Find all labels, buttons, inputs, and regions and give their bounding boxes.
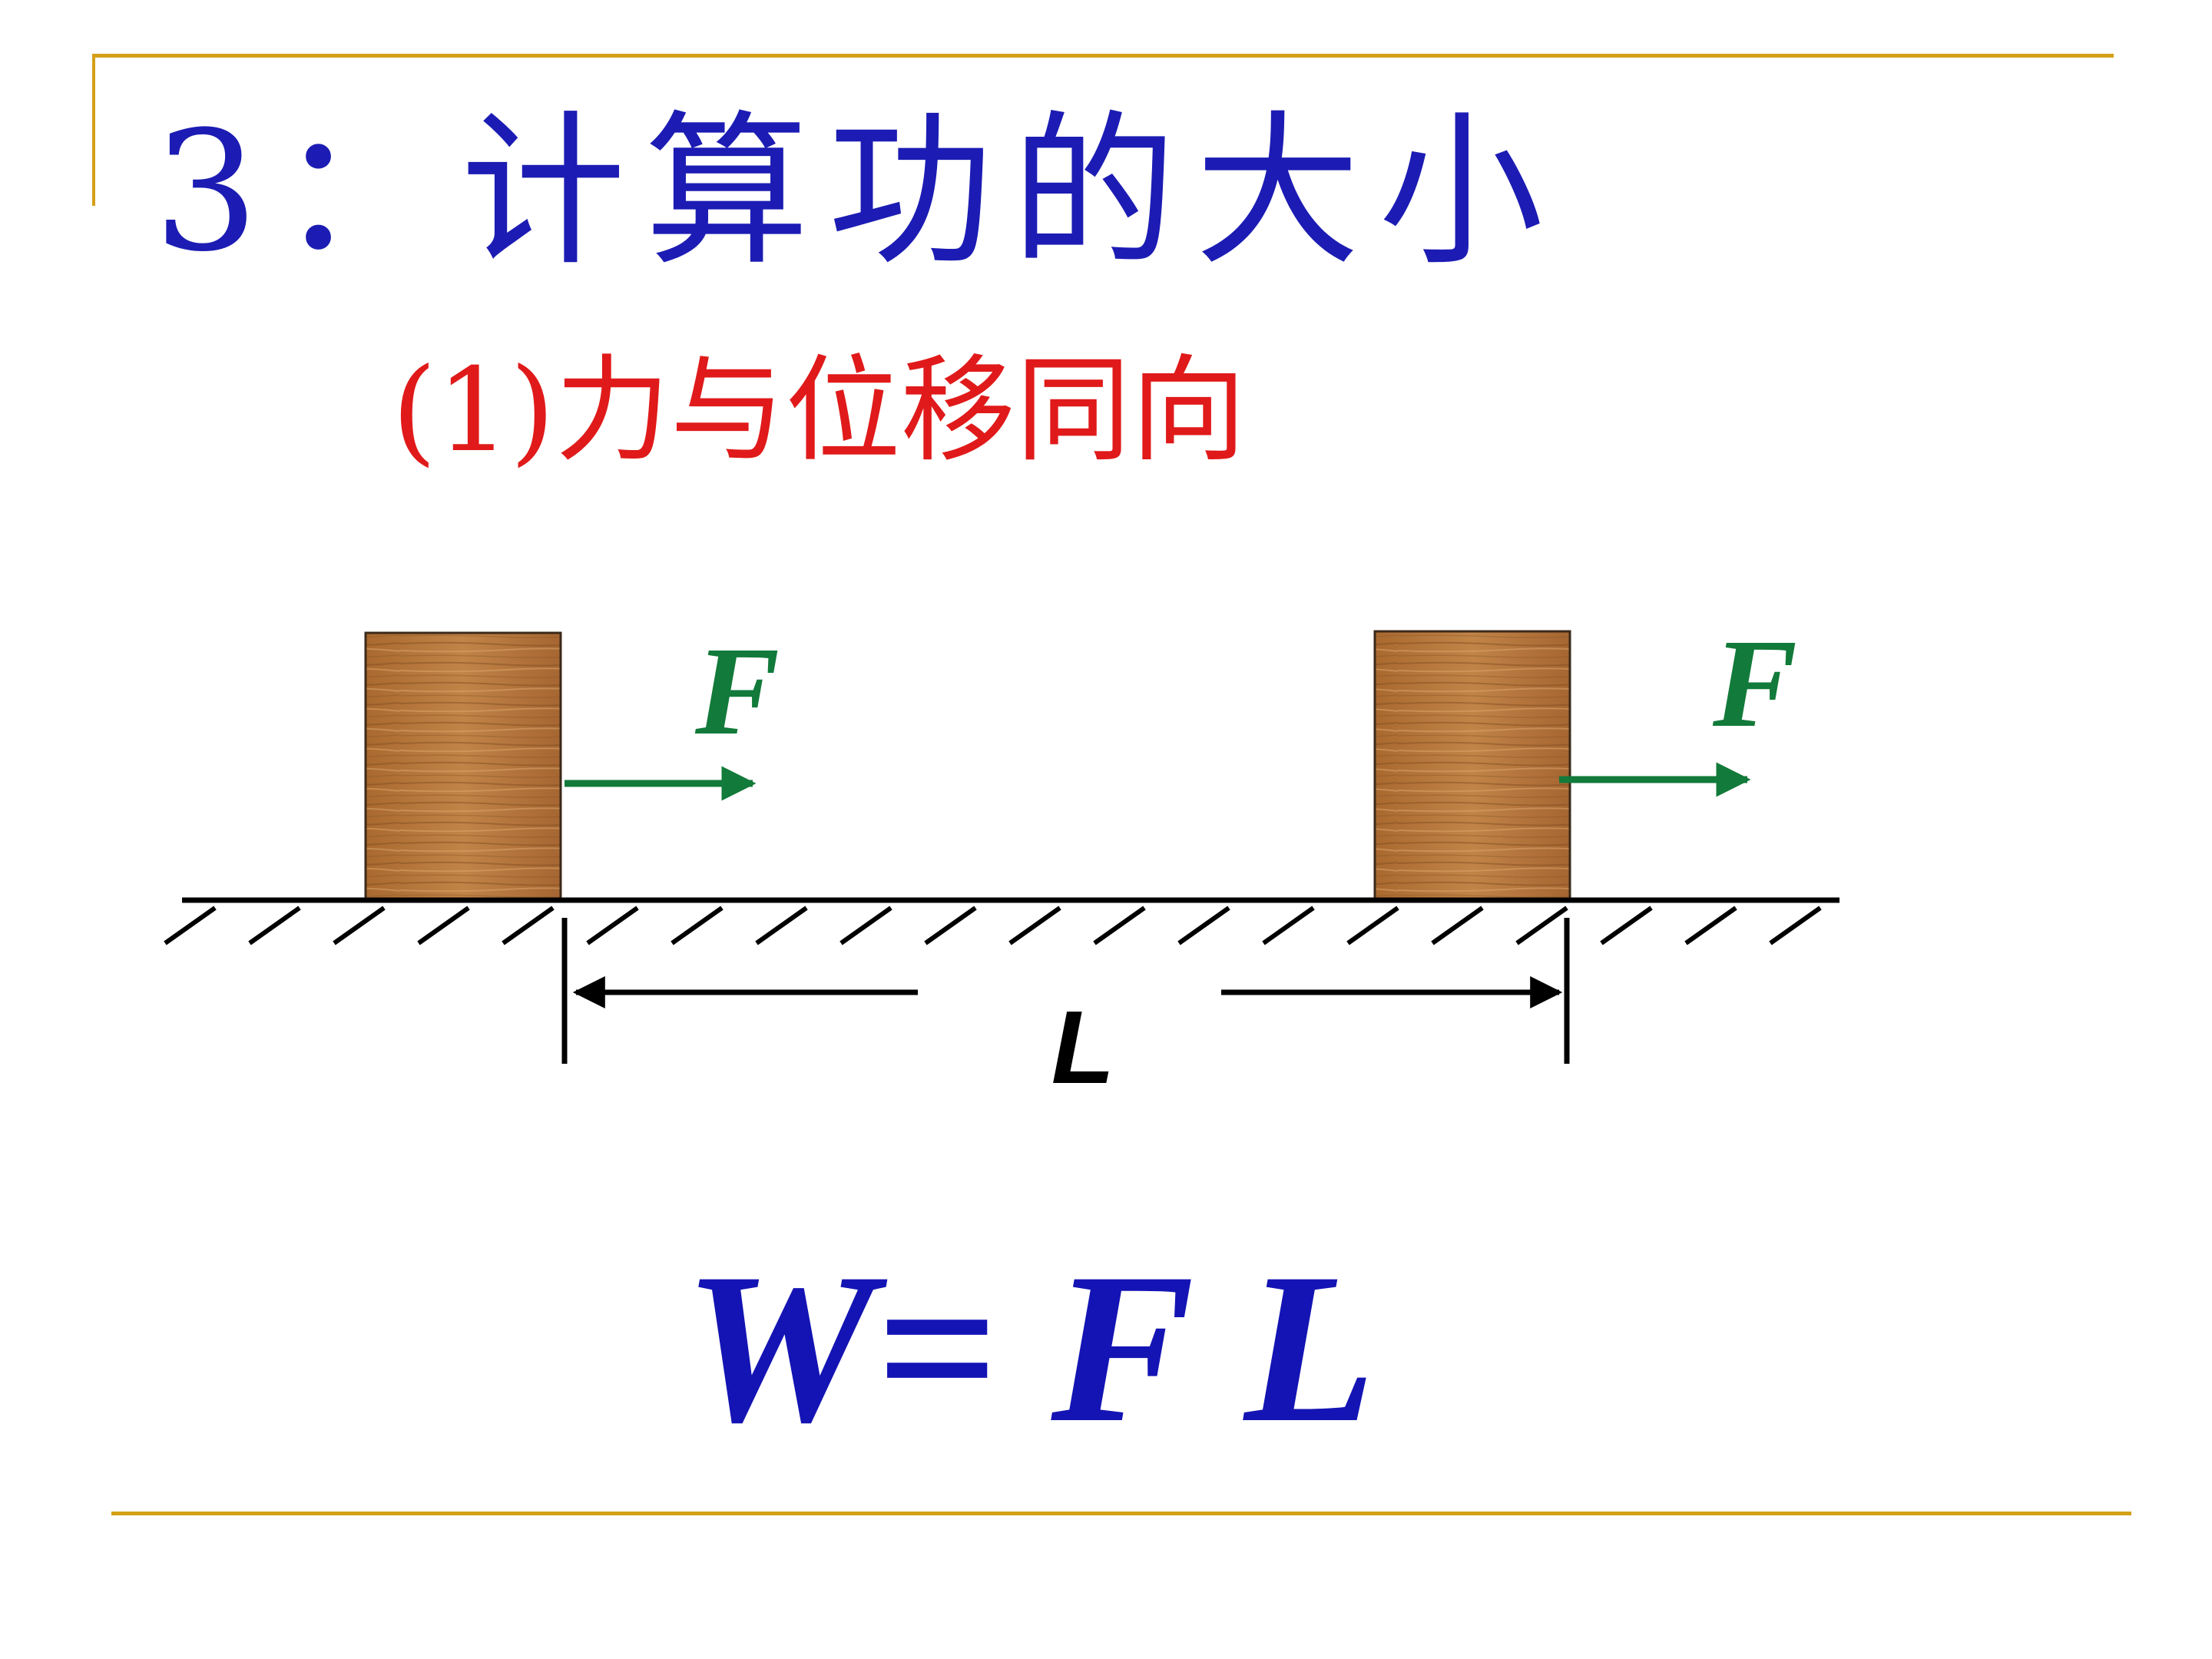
- force-label-right: F: [1712, 613, 1797, 753]
- ground-hatch-mark: [248, 906, 301, 945]
- ground-hatch-mark: [1093, 906, 1146, 945]
- ground-hatch-mark: [839, 906, 892, 945]
- ground-hatch-mark: [164, 906, 217, 945]
- ground-hatch-mark: [1008, 906, 1061, 945]
- frame-left-line: [92, 54, 95, 206]
- ground-hatch-mark: [586, 906, 639, 945]
- ground-hatch-mark: [1515, 906, 1568, 945]
- ground-hatch-mark: [502, 906, 555, 945]
- ground-hatch-mark: [1177, 906, 1230, 945]
- ground-hatch-mark: [1684, 906, 1737, 945]
- ground-hatching: [164, 906, 1822, 945]
- ground-hatch-mark: [755, 906, 808, 945]
- force-label-left: F: [694, 621, 780, 761]
- slide-subtitle: (1)力与位移同向: [392, 344, 1247, 478]
- block-final: [1373, 630, 1571, 902]
- ground-hatch-mark: [417, 906, 470, 945]
- ground-hatch-mark: [924, 906, 977, 945]
- ground-hatch-mark: [1769, 906, 1822, 945]
- ground-hatch-mark: [1431, 906, 1484, 945]
- work-formula: W= F L: [684, 1228, 1376, 1467]
- ground-hatch-mark: [1262, 906, 1315, 945]
- ground-hatch-mark: [333, 906, 386, 945]
- frame-bottom-line: [111, 1512, 2131, 1515]
- ground-hatch-mark: [671, 906, 724, 945]
- block-initial: [364, 631, 562, 902]
- frame-top-line: [94, 54, 2114, 58]
- ground-hatch-mark: [1600, 906, 1653, 945]
- displacement-label: L: [1051, 989, 1114, 1105]
- slide-title: 3：计算功的大小: [154, 95, 1562, 288]
- ground-hatch-mark: [1346, 906, 1399, 945]
